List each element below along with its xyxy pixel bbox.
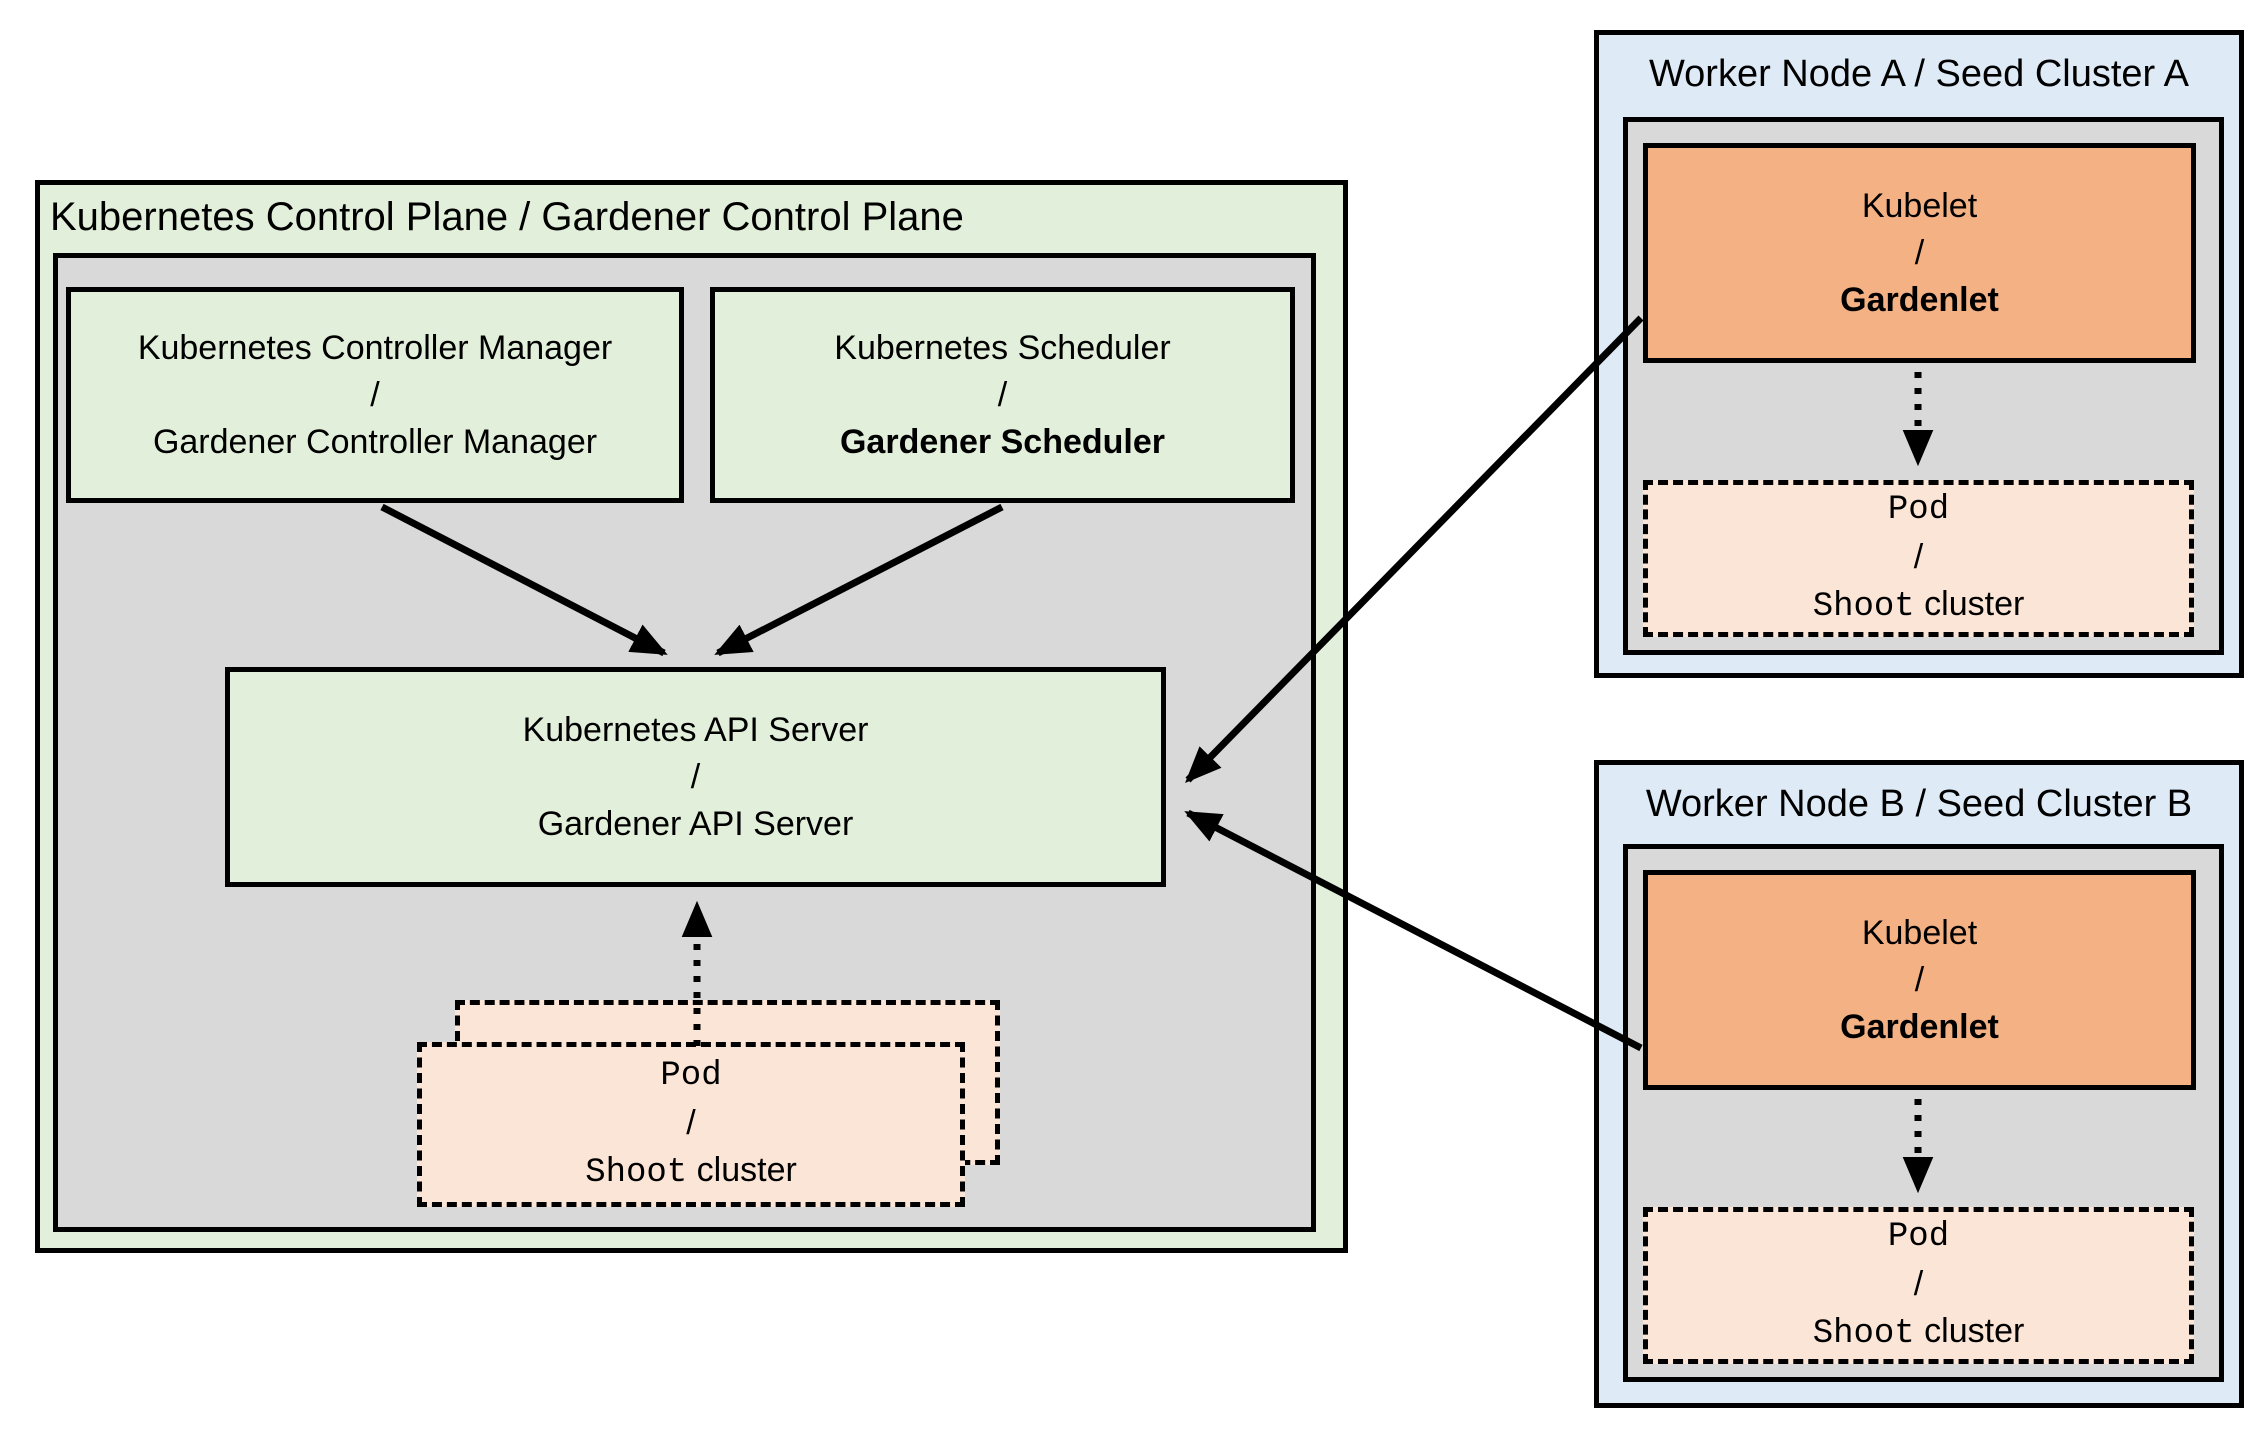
control-plane-pod-label-cluster: cluster <box>696 1150 797 1189</box>
worker-node-b-kubelet-label-line1: Kubelet <box>1861 913 1978 952</box>
api-server-label-separator: / <box>690 757 701 796</box>
worker-node-b-pod-label-shoot: Shoot <box>1812 1314 1915 1353</box>
worker-node-a-kubelet-box: Kubelet / Gardenlet <box>1643 143 2196 363</box>
worker-node-a-kubelet-label-line1: Kubelet <box>1861 186 1978 225</box>
worker-node-a-pod-label-cluster: cluster <box>1924 584 2025 623</box>
scheduler-label-line1: Kubernetes Scheduler <box>834 328 1171 367</box>
worker-node-a-pod-box: Pod / Shoot cluster <box>1643 480 2194 637</box>
control-plane-title: Kubernetes Control Plane / Gardener Cont… <box>50 195 964 239</box>
worker-node-a-pod-label-shoot: Shoot <box>1812 587 1915 626</box>
worker-node-a-pod-label-line2: Shoot cluster <box>1813 581 2025 631</box>
worker-node-b-kubelet-label-separator: / <box>1914 960 1925 999</box>
worker-node-b-pod-box: Pod / Shoot cluster <box>1643 1207 2194 1364</box>
control-plane-pod-box: Pod / Shoot cluster <box>417 1042 965 1207</box>
scheduler-label-separator: / <box>997 375 1008 414</box>
scheduler-label-line2: Gardener Scheduler <box>839 422 1165 461</box>
controller-manager-label-separator: / <box>370 375 380 414</box>
api-server-label-line2: Gardener API Server <box>537 804 854 843</box>
control-plane-pod-label-line2: Shoot cluster <box>585 1147 797 1197</box>
api-server-label-line1: Kubernetes API Server <box>522 710 869 749</box>
control-plane-pod-label-separator: / <box>686 1103 696 1142</box>
api-server-box: Kubernetes API Server / Gardener API Ser… <box>225 667 1166 887</box>
worker-node-a-pod-label-line1: Pod <box>1887 490 1950 529</box>
worker-node-a-kubelet-label-separator: / <box>1914 233 1925 272</box>
worker-node-b-pod-label-cluster: cluster <box>1924 1311 2025 1350</box>
controller-manager-label-line2: Gardener Controller Manager <box>152 422 598 461</box>
controller-manager-label-line1: Kubernetes Controller Manager <box>137 328 613 367</box>
worker-node-a-kubelet-label-line2: Gardenlet <box>1840 280 1999 319</box>
worker-node-b-pod-label-line2: Shoot cluster <box>1813 1308 2025 1358</box>
scheduler-box: Kubernetes Scheduler / Gardener Schedule… <box>710 287 1295 503</box>
worker-node-b-kubelet-label-line2: Gardenlet <box>1840 1007 1999 1046</box>
worker-node-a-title: Worker Node A / Seed Cluster A <box>1648 53 2189 95</box>
controller-manager-box: Kubernetes Controller Manager / Gardener… <box>66 287 684 503</box>
worker-node-b-pod-label-line1: Pod <box>1887 1217 1950 1256</box>
control-plane-pod-label-line1: Pod <box>660 1056 722 1095</box>
control-plane-pod-label-shoot: Shoot <box>585 1153 688 1192</box>
worker-node-b-kubelet-box: Kubelet / Gardenlet <box>1643 870 2196 1090</box>
worker-node-b-pod-label-separator: / <box>1913 1264 1924 1303</box>
worker-node-b-title: Worker Node B / Seed Cluster B <box>1645 783 2193 825</box>
worker-node-a-pod-label-separator: / <box>1913 537 1924 576</box>
